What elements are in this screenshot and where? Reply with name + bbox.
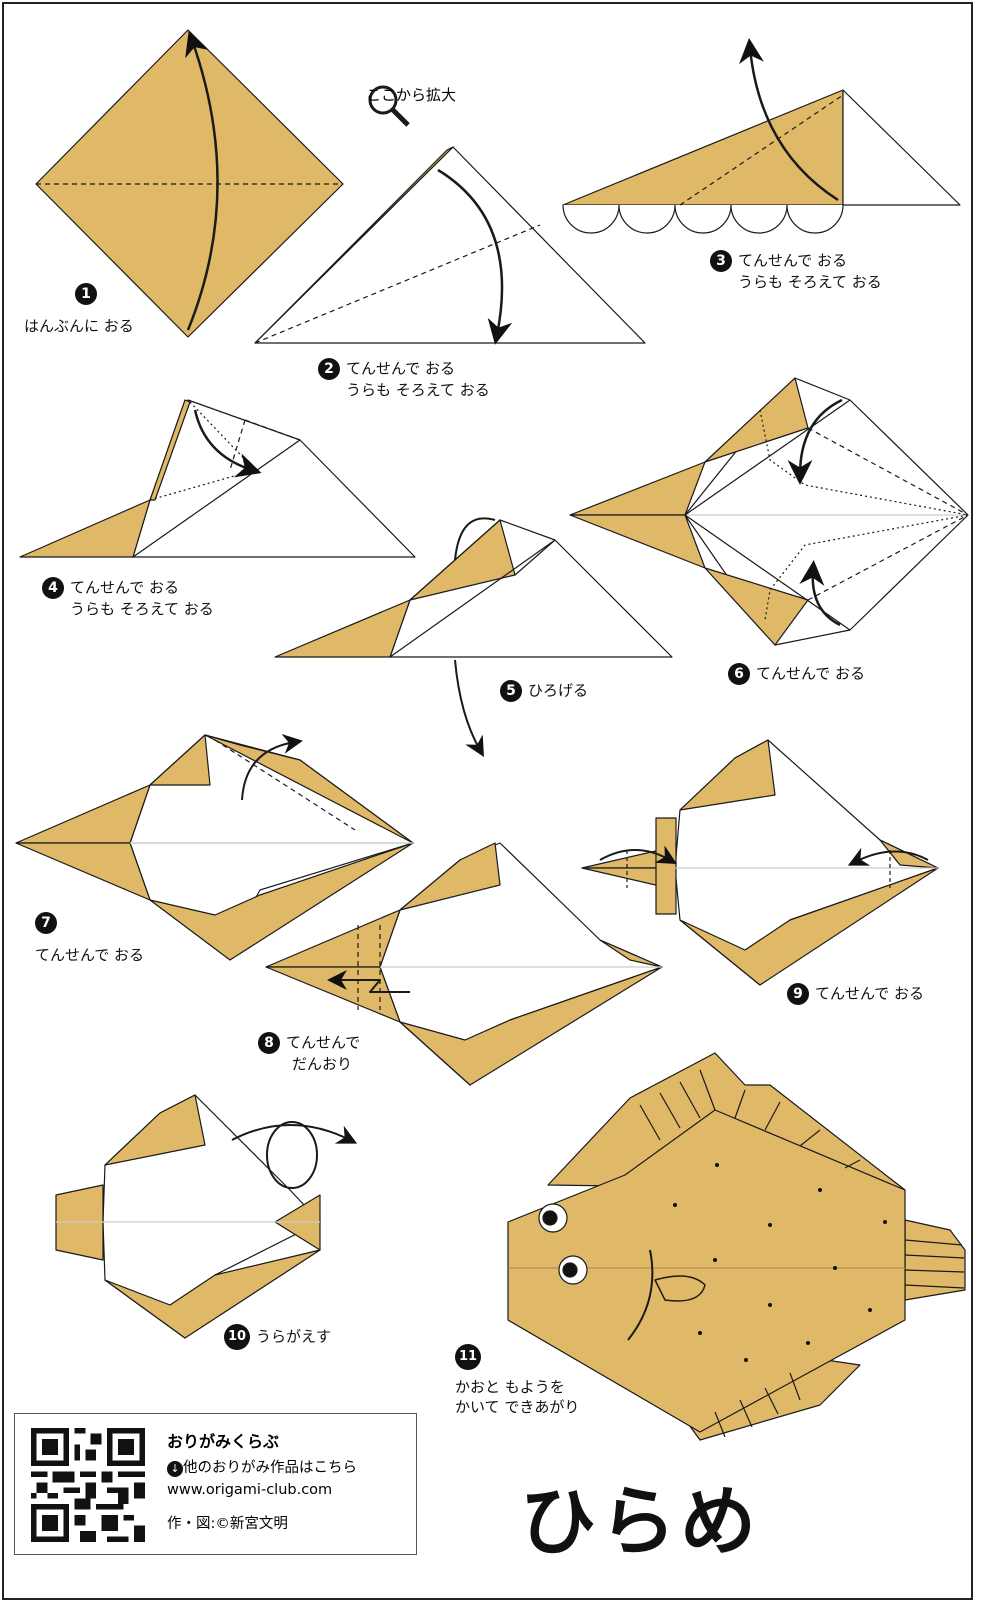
step-9-diagram [581,739,939,986]
step-11-flounder [507,1052,966,1441]
step-5-diagram [274,517,673,757]
footer-box: おりがみくらぶ ↓他のおりがみ作品はこちら www.origami-club.c… [14,1413,417,1555]
page-border [2,2,973,1600]
qr-code[interactable] [31,1428,145,1542]
magnifier-icon [368,85,410,127]
step-11-number: 11 [455,1344,487,1370]
step-8-diagram [265,842,663,1086]
site-name: おりがみくらぶ [167,1432,280,1451]
step-4-diagram [19,399,416,558]
step-number: 1 [75,283,103,305]
credit: 作・図:©新宮文明 [167,1516,288,1532]
arrow-down-circle-icon: ↓ [167,1461,183,1477]
step-3-diagram [562,38,961,234]
step-7-text: てんせんで おる [35,946,145,964]
page-title: ひらめ [520,1477,760,1566]
step-7-number: 7 [35,912,63,934]
zoom-note: ここから拡大 [366,86,457,104]
step-11-text: かおと もようをかいて できあがり [455,1378,580,1416]
site-url[interactable]: www.origami-club.com [167,1482,333,1498]
step-2-diagram [254,146,646,345]
fish-eye [558,1255,588,1285]
step-1-diagram [35,29,344,338]
fish-eye [538,1203,568,1233]
more-works-link[interactable]: ↓他のおりがみ作品はこちら [167,1456,357,1477]
step-10-diagram [55,1094,358,1339]
step-7-diagram [15,734,414,961]
step-6-diagram [569,377,969,646]
fold-arrow [185,30,219,331]
step-1-text: はんぶんに おる [24,317,134,335]
